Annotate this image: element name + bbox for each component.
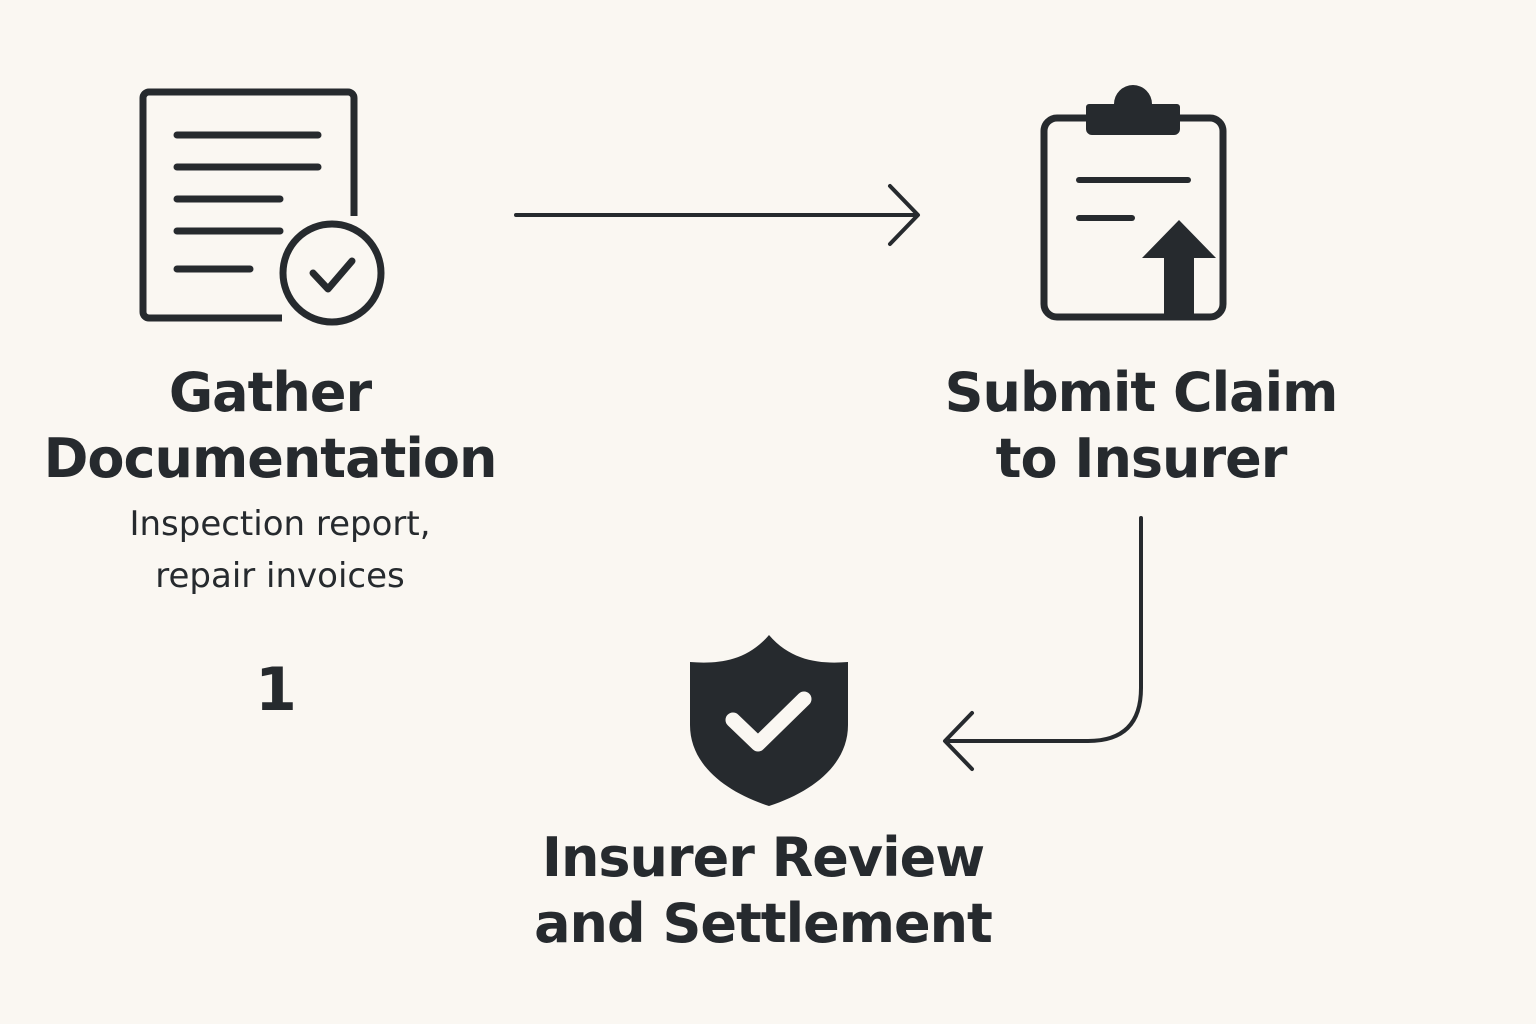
step3-title-line1: Insurer Review — [541, 826, 985, 889]
step3-title: Insurer Review and Settlement — [513, 825, 1013, 957]
step3-title-line2: and Settlement — [534, 892, 993, 955]
step1-title-line1: Gather — [168, 361, 372, 424]
shield-check-icon — [686, 630, 852, 810]
step2-title: Submit Claim to Insurer — [891, 360, 1391, 492]
step2-title-line1: Submit Claim — [944, 361, 1339, 424]
step1-title-line2: Documentation — [43, 427, 498, 490]
clipboard-upload-icon — [1030, 84, 1240, 329]
step2-title-line2: to Insurer — [995, 427, 1288, 490]
step1-title: Gather Documentation — [20, 360, 520, 492]
step1-desc-line1: Inspection report, — [129, 504, 431, 544]
step1-desc-line2: repair invoices — [155, 556, 405, 596]
document-check-icon — [130, 80, 400, 340]
step1-description: Inspection report, repair invoices — [30, 498, 530, 602]
step1-number: 1 — [255, 655, 297, 725]
